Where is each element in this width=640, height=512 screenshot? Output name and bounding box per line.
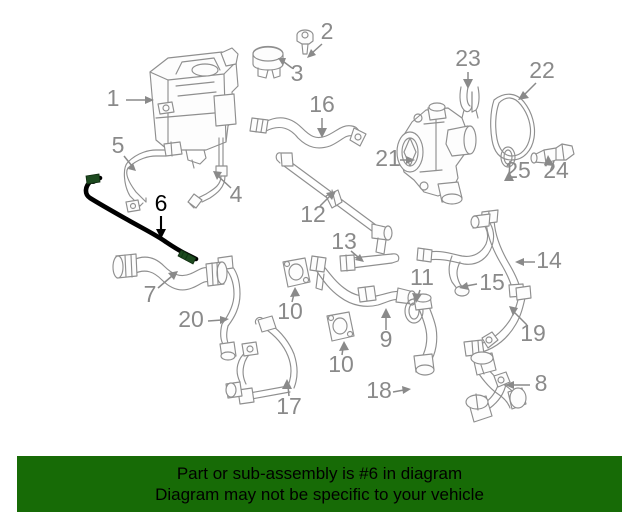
- callout-label-11: 11: [410, 264, 434, 290]
- callout-1: 1: [107, 85, 154, 111]
- part-radiator-hose-lower: [112, 253, 228, 291]
- callout-13: 13: [331, 228, 364, 262]
- hose-end-fitting: [177, 249, 197, 265]
- callout-label-13: 13: [331, 228, 357, 254]
- part-flange-gasket-upper-left: [282, 257, 311, 288]
- callout-24: 24: [543, 155, 569, 183]
- callout-label-1: 1: [107, 85, 120, 111]
- callout-label-4: 4: [230, 181, 243, 207]
- callout-label-15: 15: [479, 269, 505, 295]
- callout-label-14: 14: [536, 247, 562, 273]
- callout-label-8: 8: [535, 370, 548, 396]
- callout-16: 16: [309, 91, 335, 138]
- part-reservoir-cap: [252, 45, 284, 79]
- callout-2: 2: [307, 18, 333, 58]
- callout-7: 7: [144, 271, 178, 307]
- callout-6-highlighted: 6: [155, 190, 168, 239]
- part-connector-hose: [309, 255, 417, 307]
- part-housing-gasket: [490, 93, 536, 161]
- callout-label-19: 19: [520, 320, 546, 346]
- callout-label-10-upper: 10: [277, 298, 303, 324]
- part-bleed-screw: [296, 29, 314, 55]
- part-thin-vent-hose: [217, 255, 241, 361]
- callout-label-22: 22: [529, 57, 555, 83]
- callout-10-upper: 10: [277, 287, 303, 324]
- callout-8: 8: [505, 370, 547, 396]
- callout-14: 14: [515, 247, 562, 273]
- callout-11: 11: [410, 264, 434, 303]
- callout-label-17: 17: [276, 393, 302, 419]
- callout-20: 20: [178, 306, 229, 332]
- callout-label-5: 5: [112, 132, 125, 158]
- part-coolant-hose-highlighted: [83, 173, 199, 265]
- callout-18: 18: [366, 377, 411, 403]
- callout-25: 25: [504, 157, 531, 183]
- callout-9: 9: [380, 308, 393, 352]
- notice-line-secondary: Diagram may not be specific to your vehi…: [155, 485, 484, 504]
- part-coolant-pipe-short: [339, 253, 400, 272]
- part-branch-hose: [465, 351, 527, 423]
- part-vent-line-hose: [249, 117, 367, 149]
- callout-17: 17: [276, 379, 302, 419]
- callout-label-7: 7: [144, 281, 157, 307]
- callout-12: 12: [300, 191, 336, 227]
- callout-label-9: 9: [380, 326, 393, 352]
- callout-19: 19: [509, 306, 546, 346]
- notice-banner: Part or sub-assembly is #6 in diagram Di…: [17, 456, 622, 512]
- part-return-hose: [416, 213, 495, 297]
- callout-label-2: 2: [321, 18, 334, 44]
- diagram-artwork: 1 2 3 4 5 6: [83, 18, 575, 423]
- callout-label-18: 18: [366, 377, 392, 403]
- callout-15: 15: [459, 269, 505, 295]
- callout-label-16: 16: [309, 91, 335, 117]
- part-temperature-sensor: [530, 143, 575, 164]
- callout-5: 5: [112, 132, 136, 171]
- part-hose-elbow: [413, 293, 438, 376]
- part-coolant-pipe-assembly: [225, 315, 298, 405]
- callout-label-10-lower: 10: [328, 351, 354, 377]
- callout-label-20: 20: [178, 306, 204, 332]
- part-thermostat-housing: [396, 102, 477, 205]
- callout-21: 21: [375, 145, 415, 171]
- notice-line-primary: Part or sub-assembly is #6 in diagram: [176, 464, 463, 483]
- callout-label-21: 21: [375, 145, 401, 171]
- hose-end-collar: [85, 173, 101, 185]
- part-vent-hose: [123, 141, 183, 213]
- callout-label-23: 23: [455, 45, 481, 71]
- callout-4: 4: [213, 171, 243, 207]
- callout-22: 22: [518, 57, 555, 100]
- callout-label-3: 3: [291, 60, 304, 86]
- callout-3: 3: [278, 58, 303, 86]
- part-flange-gasket-lower: [326, 311, 355, 342]
- part-retaining-clip: [459, 86, 480, 119]
- callout-10-lower: 10: [328, 341, 354, 377]
- part-coolant-expansion-tank: [149, 47, 239, 169]
- callout-23: 23: [455, 45, 481, 89]
- callout-label-6: 6: [155, 190, 168, 216]
- part-sensor-o-ring: [500, 146, 516, 168]
